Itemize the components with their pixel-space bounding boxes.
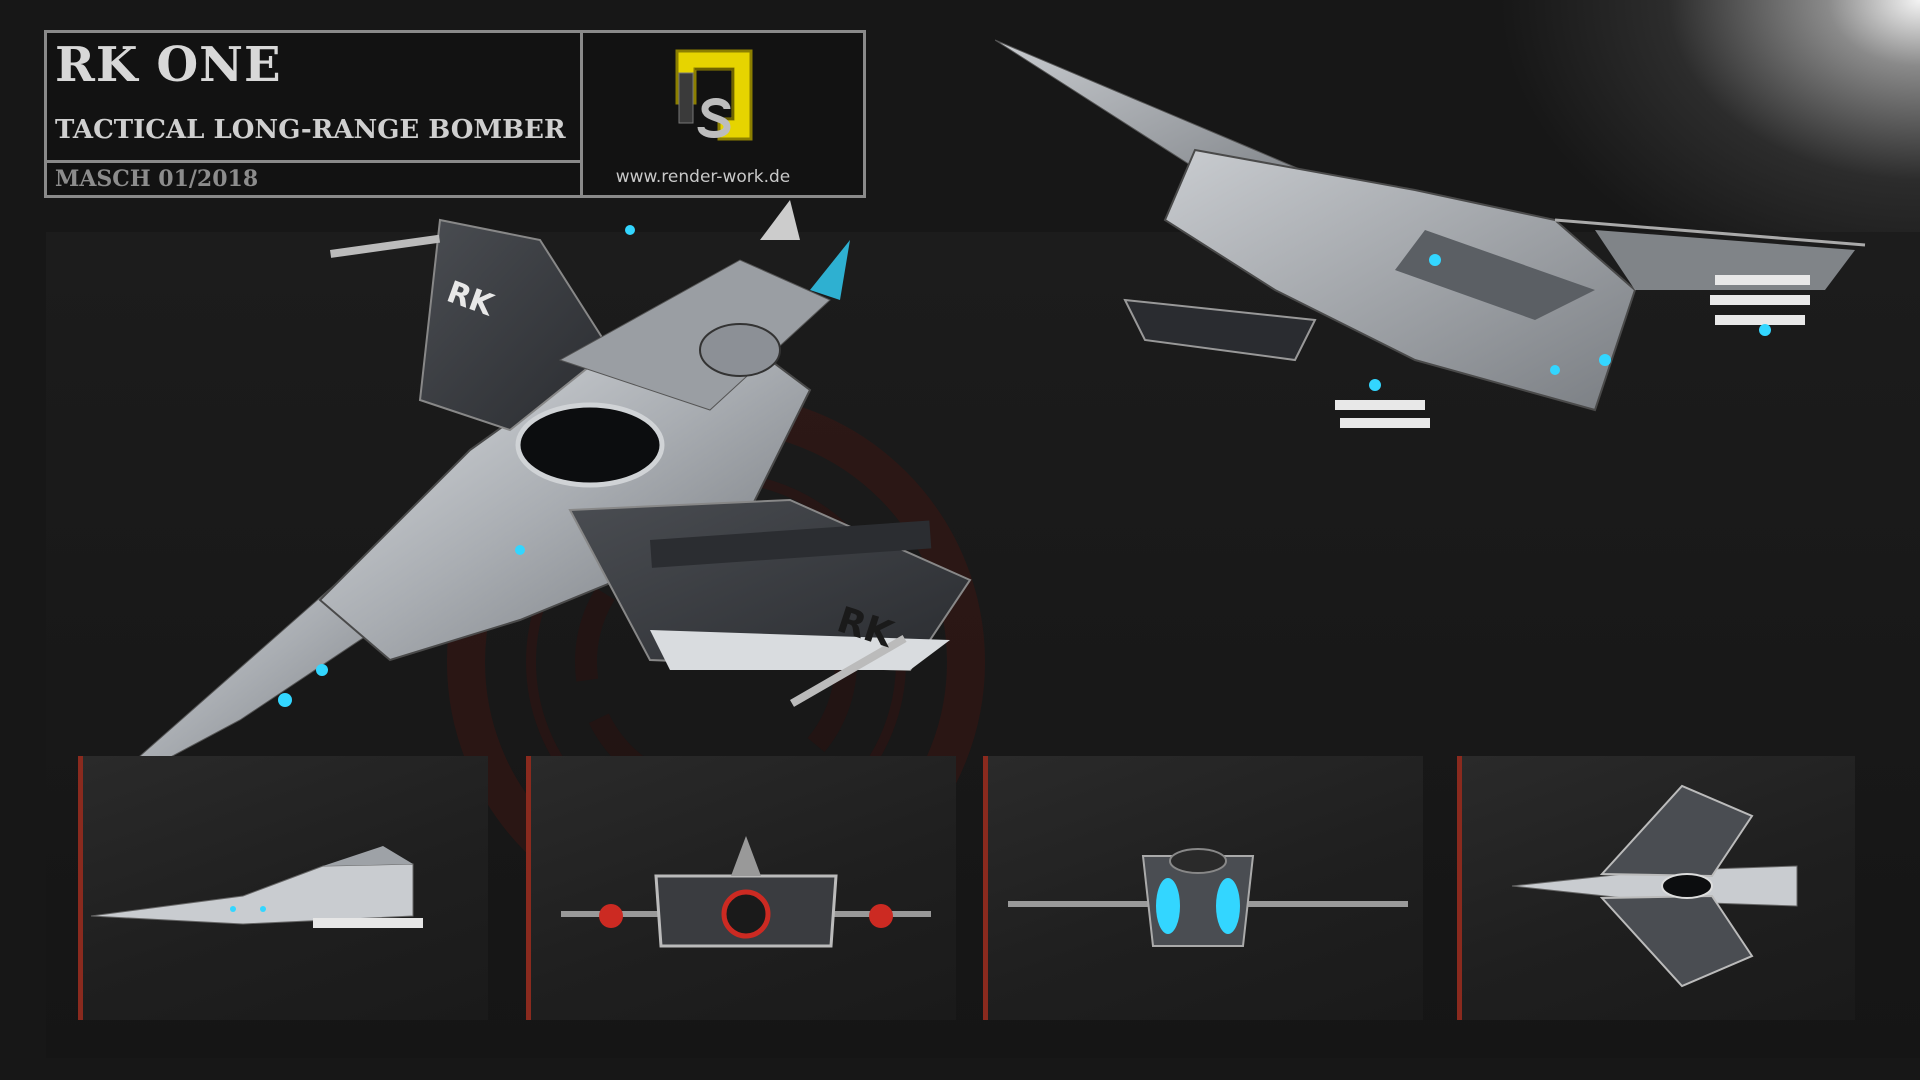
spaceship-perspective-icon: RK RK bbox=[90, 200, 972, 801]
website-url: www.render-work.de bbox=[615, 167, 791, 187]
plate-divider-horizontal bbox=[47, 160, 580, 163]
spaceship-underside-icon bbox=[995, 39, 1866, 428]
panel-side-view bbox=[78, 756, 488, 1020]
panel-top-view bbox=[1457, 756, 1855, 1020]
page-title: RK ONE bbox=[55, 37, 282, 93]
plate-divider-vertical bbox=[580, 33, 583, 195]
spaceship-front-icon bbox=[1008, 848, 1408, 947]
spaceship-rear-icon bbox=[561, 836, 931, 948]
version-label: MASCH 01/2018 bbox=[55, 166, 259, 192]
panel-rear-view bbox=[526, 756, 956, 1020]
title-plate: RK ONE TACTICAL LONG-RANGE BOMBER MASCH … bbox=[44, 30, 866, 198]
panel-front-view bbox=[983, 756, 1423, 1020]
render-work-logo-icon bbox=[675, 49, 753, 141]
page-subtitle: TACTICAL LONG-RANGE BOMBER bbox=[55, 115, 566, 145]
spaceship-side-icon bbox=[90, 846, 423, 928]
spaceship-top-icon bbox=[1511, 784, 1798, 988]
